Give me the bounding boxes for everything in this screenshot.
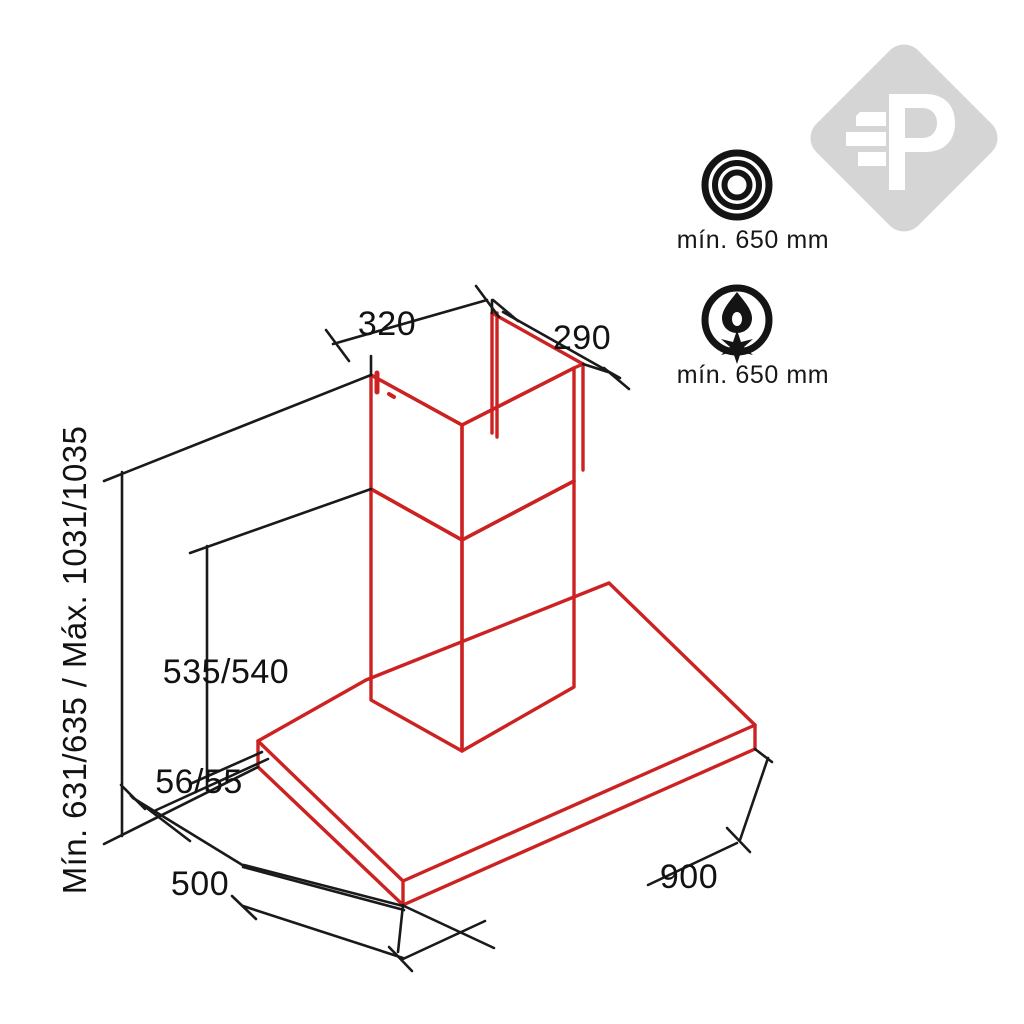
chimney-rear-panel-top-edge [490,311,585,366]
watermark-notch [852,100,872,120]
dim-label-900: 900 [660,858,718,896]
dim-320-tick-left [324,328,351,363]
watermark-logo [810,44,998,232]
dim-290-line [501,310,622,380]
watermark-letter-p [889,94,955,190]
dim-900-ext-right-a [753,747,774,764]
dim-label-overall-height: Mín. 631/635 / Máx. 1031/1035 [56,426,93,894]
chimney-upper-right-face [460,366,576,542]
gas-hob-icon [701,284,773,364]
canopy-top-face [256,581,757,883]
dim-900-tick-right [725,826,752,854]
watermark-bar-top [856,112,886,126]
electric-hob-icon [701,149,773,221]
watermark-bar-bottom [858,152,886,166]
dim-label-290: 290 [553,319,611,357]
dim-290-ext-right [581,362,610,374]
dim-inner-ext-top [188,487,373,555]
dim-900-ext-right-line [738,756,770,842]
canopy-front-left-lower [256,765,405,907]
chimney-lower-right-face [460,479,576,753]
watermark-bar-middle [846,132,886,146]
dim-500-tick-top [119,783,147,811]
flame-inner-highlight [732,312,742,326]
dim-900-line-right [646,841,739,887]
dim-290-tick-left [491,298,520,323]
dim-label-320: 320 [358,305,416,343]
electric-hob-clearance-label: mín. 650 mm [677,226,829,254]
dim-320-tick-right [474,284,501,319]
dim-label-chimney-height: 535/540 [163,653,289,691]
dim-500-ext-to-corner [241,865,406,912]
chimney-control-dot [387,392,396,399]
dim-500-corner-ray [402,904,496,950]
chimney-lower-top-edge [369,479,576,542]
chimney-lower-left-face [369,487,464,753]
dim-900-line-left [401,919,487,961]
dim-label-500: 500 [171,865,229,903]
chimney-upper-rim-front [369,366,576,427]
star-burst-shape [721,330,753,364]
hood-product-outline [256,311,757,907]
dim-500-upper-full [131,796,246,868]
dim-height-outer-ext-top [102,373,373,483]
dim-500-lower-seg [241,904,405,960]
dim-inner-ext-mid [188,750,264,786]
dim-inner-ext-bottom [150,757,270,814]
chimney-rim-to-rear-link [572,362,585,370]
canopy-front-right-lower [401,747,757,907]
dim-900-tick-left [387,945,414,973]
dim-500-tick-bottom [230,894,258,921]
gas-hob-clearance-label: mín. 650 mm [677,361,829,389]
dim-900-ext-left-line [396,903,405,954]
dim-500-line-a [242,863,405,908]
dim-height-outer-ext-bottom [102,765,260,846]
dimension-lines [102,284,774,973]
dim-label-canopy-thickness: 56/55 [155,763,243,801]
dim-320-line [331,298,489,346]
